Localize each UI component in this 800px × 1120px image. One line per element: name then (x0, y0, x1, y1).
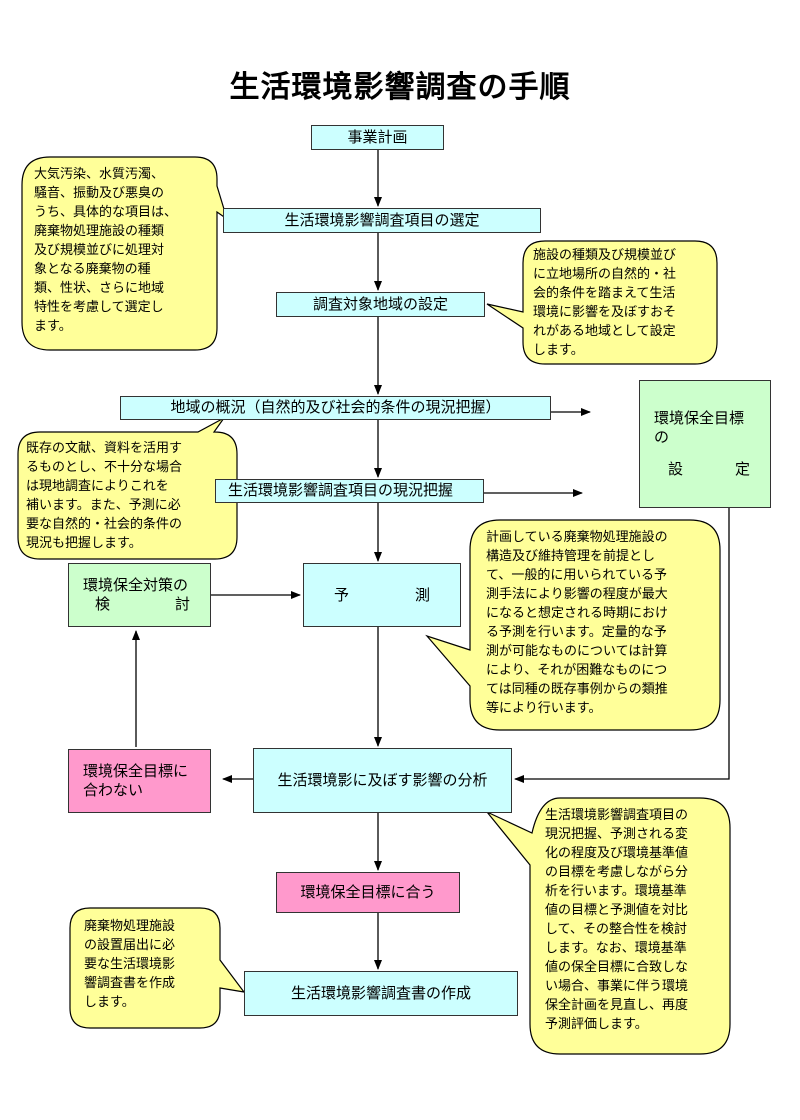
yosoku-label-b: 測 (414, 586, 430, 604)
note-yosoku: 計画している廃棄物処理施設の構造及び維持管理を前提として、一般的に用いられている… (486, 530, 669, 716)
flow-box-mokuhyou-au: 環境保全目標に合う (276, 872, 460, 913)
flow-box-chousasho-sakusei: 生活環境影響調査書の作成 (244, 971, 518, 1016)
flow-box-koumoku-sentei: 生活環境影響調査項目の選定 (223, 208, 541, 233)
flow-box-mokuhyou-awanai: 環境保全目標に 合わない (68, 749, 211, 813)
note-bunseki: 生活環境影響調査項目の現況把握、予測される変化の程度及び環境基準値 の目標を考慮… (545, 808, 689, 1032)
note-genkyou-haaku: 既存の文献、資料を活用するものとし、不十分な場合は現地調査によりこれを 補います… (26, 441, 183, 551)
callout-bubble-2 (486, 240, 718, 365)
mokuhyou-settei-char-b: 定 (734, 459, 750, 478)
note-chiiki-settei: 施設の種類及び規模並びに立地場所の自然的・社会的条件を踏まえて生活 環境に影響を… (533, 248, 677, 358)
awanai-line1: 環境保全目標に (83, 761, 189, 780)
yosoku-label-a: 予 (334, 586, 350, 604)
callout-bubble-4 (425, 519, 721, 731)
mokuhyou-settei-char-a: 設 (668, 459, 684, 478)
mokuhyou-settei-line2: 設 定 (654, 460, 756, 480)
taisaku-char-a: 検 (95, 595, 111, 613)
flow-box-koumoku-haaku: 生活環境影響調査項目の現況把握 (215, 479, 484, 503)
flow-box-chiiki-settei: 調査対象地域の設定 (276, 292, 485, 317)
callout-bubble-5 (486, 797, 731, 1055)
taisaku-line1: 環境保全対策の (83, 575, 189, 594)
callout-bubble-1 (21, 156, 229, 351)
note-sakusei: 廃棄物処理施設の設置届出に必要な生活環境影 響調査書を作成します。 (84, 919, 176, 1010)
flow-box-mokuhyou-settei: 環境保全目標の 設 定 (639, 380, 771, 508)
taisaku-line2: 検 討 (83, 595, 196, 615)
flow-box-jigyou-keikaku: 事業計画 (311, 125, 444, 150)
flow-box-bunseki: 生活環境影に及ぼす影響の分析 (253, 748, 512, 813)
flow-box-yosoku: 予 測 (303, 563, 461, 627)
flow-box-koumoku-haaku-label: 生活環境影響調査項目の現況把握 (228, 481, 454, 500)
callout-bubble-6 (69, 907, 246, 1029)
page-title: 生活環境影響調査の手順 (229, 70, 571, 105)
taisaku-char-b: 討 (174, 595, 190, 613)
note-koumoku-sentei: 大気汚染、水質汚濁、騒音、振動及び悪臭のうち、具体的な項目は、 廃棄物処理施設の… (34, 167, 178, 334)
mokuhyou-settei-line1: 環境保全目標の (654, 408, 745, 447)
flow-box-chiiki-gaikyou: 地域の概況（自然的及び社会的条件の現況把握） (120, 396, 551, 420)
flow-box-taisaku-kentou: 環境保全対策の 検 討 (68, 563, 211, 627)
awanai-line2: 合わない (83, 781, 144, 799)
callout-bubble-3 (17, 417, 238, 560)
